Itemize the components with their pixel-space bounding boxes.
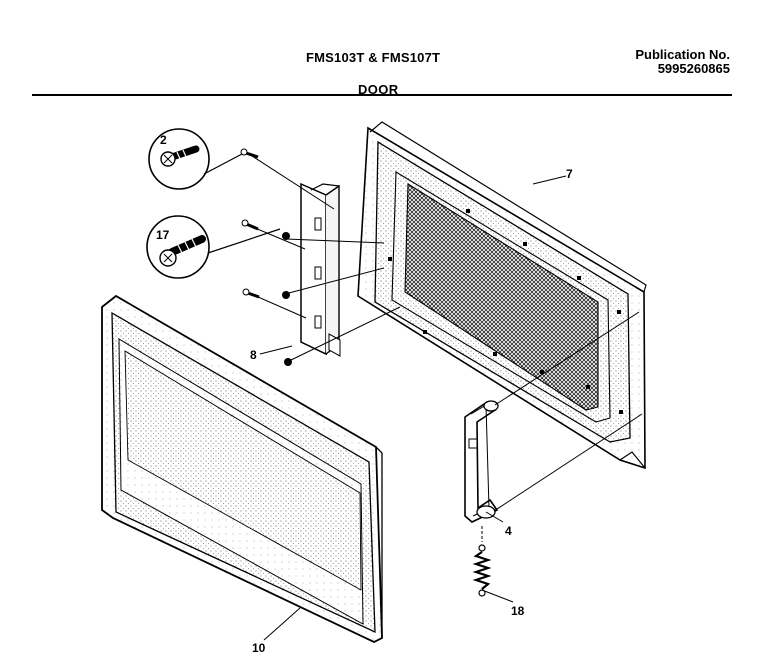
door-frame — [357, 121, 647, 470]
door-latch — [464, 311, 643, 523]
model-title: FMS103T & FMS107T — [306, 50, 441, 65]
bracket-screw-bottom — [284, 358, 292, 366]
bracket-screw-upper — [282, 232, 290, 240]
small-screw-middle — [241, 219, 259, 231]
callout-leaders — [259, 175, 567, 641]
publication-number: 5995260865 — [657, 61, 730, 76]
part-label-2: 2 — [160, 133, 167, 147]
publication-label: Publication No. — [635, 47, 730, 62]
publication-info: Publication No. 5995260865 — [618, 48, 730, 76]
door-frame-holes — [388, 209, 623, 414]
door-spring — [472, 526, 492, 597]
part-label-7: 7 — [566, 167, 573, 181]
hinge-bracket — [300, 182, 341, 357]
part-label-18: 18 — [511, 604, 525, 618]
screw-set — [240, 148, 401, 366]
bracket-screw-middle — [282, 291, 290, 299]
part-label-4: 4 — [505, 524, 512, 538]
door-panel — [101, 294, 383, 644]
callout-circle-screw-large — [146, 215, 281, 279]
callout-circle-screw-small — [148, 128, 243, 190]
part-label-10: 10 — [252, 641, 266, 655]
part-label-8: 8 — [250, 348, 257, 362]
small-screw-top — [240, 148, 259, 159]
header-divider — [32, 94, 732, 96]
section-title: DOOR — [358, 82, 399, 97]
small-screw-lower — [242, 288, 260, 299]
part-label-17: 17 — [156, 228, 170, 242]
